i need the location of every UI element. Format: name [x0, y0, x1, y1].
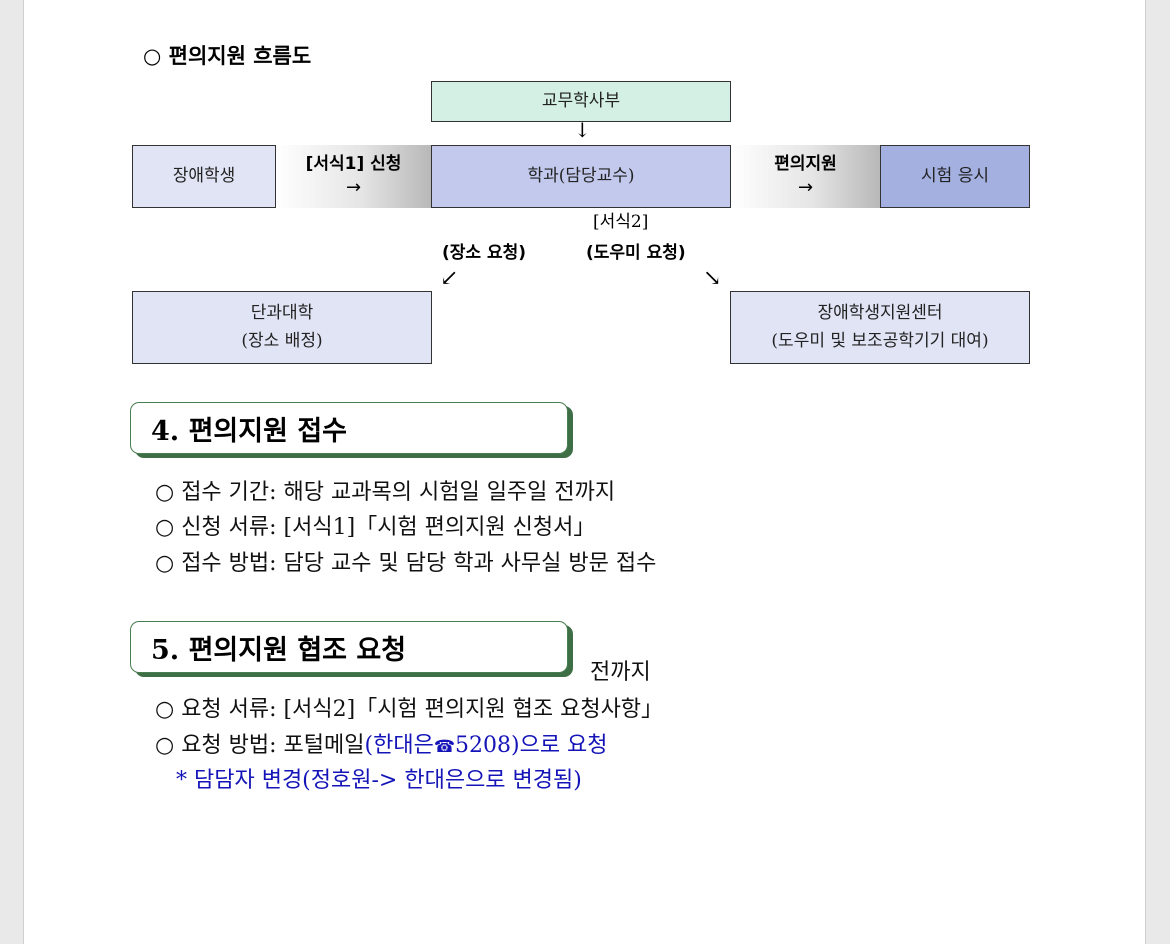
diag-left-arrow: ↙ [440, 266, 459, 291]
form2-label: [서식2] [593, 212, 649, 232]
support-arrow: 편의지원 → [731, 145, 880, 208]
place-request-label: (장소 요청) [442, 243, 527, 263]
node-student: 장애학생 [132, 145, 276, 208]
apply-arrow-label: [서식1] 신청 [305, 154, 402, 174]
node-department: 학과(담당교수) [431, 145, 731, 208]
down-arrow: ↓ [574, 118, 591, 142]
method-contact-open: (한대은 [364, 733, 434, 758]
section5-title-box: 5. 편의지원 협조 요청 [130, 621, 568, 673]
node-center-line1: 장애학생지원센터 [817, 303, 943, 324]
support-arrow-symbol: → [797, 177, 814, 198]
section4-line-documents: ○ 신청 서류: [서식1]「시험 편의지원 신청서」 [155, 515, 596, 540]
section4-title-box: 4. 편의지원 접수 [130, 402, 568, 454]
section5-line-method: ○ 요청 방법: 포털메일(한대은☎5208)으로 요청 [155, 727, 608, 759]
section4-title: 4. 편의지원 접수 [151, 415, 348, 447]
node-center-line2: (도우미 및 보조공학기기 대여) [771, 330, 989, 351]
helper-request-label: (도우미 요청) [586, 243, 686, 263]
section5-hidden-line-tail: 전까지 [590, 660, 651, 685]
method-prefix: ○ 요청 방법: 포털메일 [155, 733, 365, 758]
section4-line-period: ○ 접수 기간: 해당 교과목의 시험일 일주일 전까지 [155, 480, 616, 505]
apply-arrow: [서식1] 신청 → [276, 145, 431, 208]
method-contact-rest: 5208)으로 요청 [455, 733, 608, 758]
diag-right-arrow: ↘ [703, 266, 722, 291]
section5-line-documents: ○ 요청 서류: [서식2]「시험 편의지원 협조 요청사항」 [155, 697, 664, 722]
section4-line-method: ○ 접수 방법: 담당 교수 및 담당 학과 사무실 방문 접수 [155, 551, 657, 576]
node-exam: 시험 응시 [880, 145, 1030, 208]
node-college-line2: (장소 배정) [241, 330, 323, 351]
support-arrow-label: 편의지원 [774, 154, 837, 174]
section5-title: 5. 편의지원 협조 요청 [151, 634, 407, 666]
node-college: 단과대학 (장소 배정) [132, 291, 432, 364]
node-academic-affairs: 교무학사부 [431, 81, 731, 122]
node-support-center: 장애학생지원센터 (도우미 및 보조공학기기 대여) [730, 291, 1030, 364]
contact-change-note: * 담담자 변경(정호원-> 한대은으로 변경됨) [176, 768, 582, 793]
flow-heading: ○ 편의지원 흐름도 [143, 44, 312, 68]
node-college-line1: 단과대학 [250, 303, 314, 324]
phone-icon: ☎ [433, 737, 456, 757]
apply-arrow-symbol: → [345, 177, 362, 198]
